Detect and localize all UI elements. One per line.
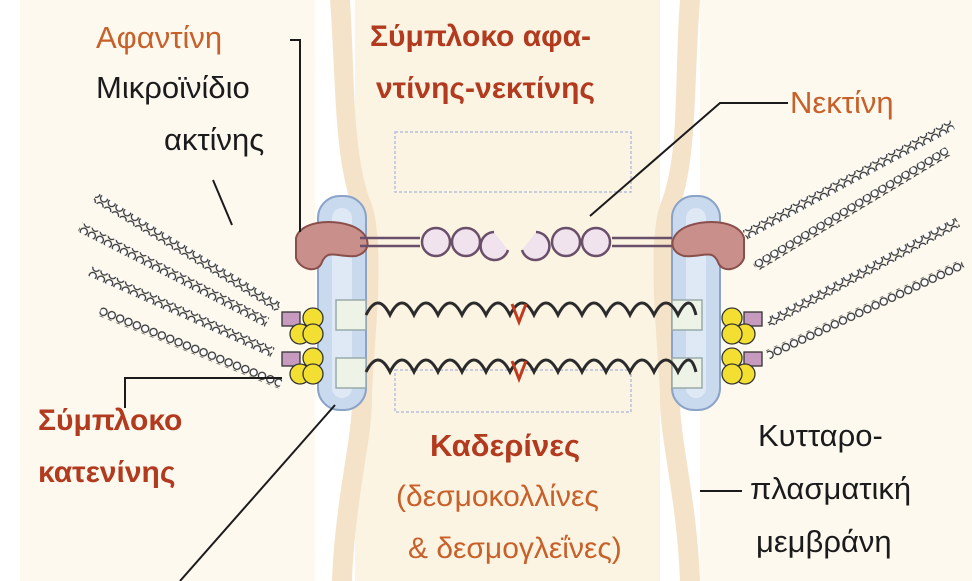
afantini-label: Αφαντίνη bbox=[96, 22, 222, 53]
cadherins-label-line3: & δεσμογλεΐνες) bbox=[408, 534, 622, 564]
catenin-complex-label-line2: κατενίνης bbox=[38, 458, 175, 488]
afadin-nectin-complex-label-line1: Σύμπλοκο αφα- bbox=[370, 22, 591, 52]
catenin-complex-label-line1: Σύμπλοκο bbox=[38, 406, 182, 436]
actin-label-line2: ακτίνης bbox=[164, 124, 264, 155]
cadherins-title: Καδερίνες bbox=[430, 430, 580, 461]
cadherins-label-line2: (δεσμοκολλίνες bbox=[396, 482, 599, 512]
nectin-label: Νεκτίνη bbox=[790, 87, 894, 118]
afadin-nectin-complex-label-line2: ντίνης-νεκτίνης bbox=[376, 74, 595, 104]
membrane-label-line3: μεμβράνη bbox=[756, 526, 892, 557]
membrane-label-line2: πλασματική bbox=[750, 473, 911, 504]
membrane-label-line1: Κυτταρο- bbox=[758, 420, 883, 451]
actin-label-line1: Μικροϊνίδιο bbox=[96, 72, 250, 103]
